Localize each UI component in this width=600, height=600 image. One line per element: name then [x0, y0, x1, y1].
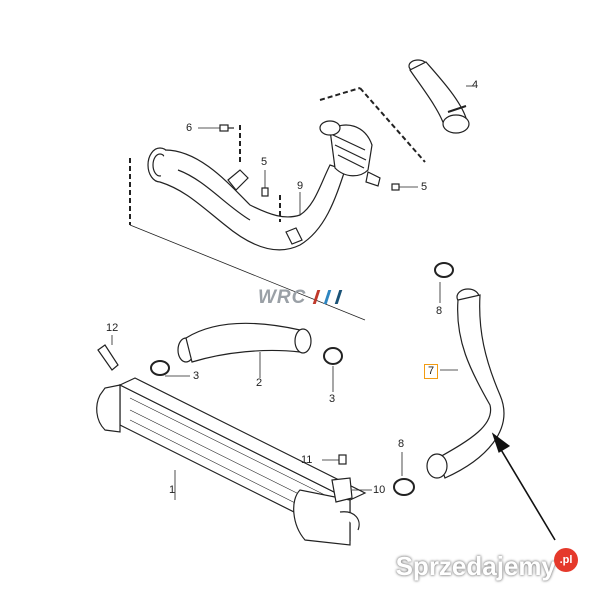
upper-intake-pipe — [129, 87, 426, 321]
callout-7-highlighted: 7 — [424, 364, 439, 379]
brand-watermark-text: WRC — [258, 287, 307, 308]
clip-12 — [97, 335, 119, 371]
dash-top-right — [319, 87, 426, 163]
brand-watermark: WRC — [258, 287, 343, 309]
endtank-right — [293, 489, 351, 546]
pipe-clip — [285, 227, 303, 245]
brand-bar-red — [312, 290, 320, 304]
turbo-connector-ribs — [332, 134, 367, 169]
callout-5-upper: 5 — [261, 156, 268, 168]
intercooler-top — [118, 377, 367, 501]
callout-8-upper: 8 — [436, 305, 443, 317]
clamp-8-upper — [434, 262, 454, 303]
hose7-body — [437, 294, 505, 479]
turbo-connector — [329, 124, 373, 177]
callout-9: 9 — [297, 180, 304, 192]
callout-11: 11 — [301, 454, 313, 466]
clamp-3-left — [150, 360, 190, 377]
callout-2: 2 — [256, 377, 263, 389]
leader-down — [129, 224, 366, 321]
clamp-3-right — [323, 347, 343, 392]
pointer-arrow — [491, 432, 556, 541]
bolt-5-upper — [261, 170, 269, 197]
hose-part-7 — [426, 288, 505, 479]
pipe-body — [159, 149, 346, 251]
callout-6: 6 — [186, 122, 193, 134]
callout-10: 10 — [373, 484, 386, 496]
endtank-left — [96, 384, 121, 433]
hose4-clamp — [447, 105, 467, 113]
pipe-shading-line — [177, 169, 251, 221]
hose-part-2 — [177, 322, 312, 378]
bracket-10 — [331, 477, 372, 503]
callout-12: 12 — [106, 322, 119, 334]
turbo-connector-mouth — [319, 120, 341, 136]
hose4-end — [442, 114, 470, 134]
intercooler-outlet — [339, 511, 360, 531]
hose2-right-end — [294, 328, 312, 354]
callout-4: 4 — [472, 79, 479, 91]
site-watermark: Sprzedajemy — [395, 551, 556, 581]
brand-bar-blue — [323, 290, 332, 304]
bolt-5-right — [391, 183, 418, 191]
callout-5-right: 5 — [421, 181, 428, 193]
connector-tab — [365, 171, 381, 187]
intercooler — [96, 377, 367, 546]
site-watermark-badge: .pl — [554, 548, 578, 572]
callout-8-lower: 8 — [398, 438, 405, 450]
bolt-11 — [322, 454, 347, 465]
callout-3-left: 3 — [193, 370, 200, 382]
bolt-6 — [198, 124, 234, 132]
callout-1: 1 — [169, 484, 176, 496]
clamp-8-lower — [393, 452, 415, 496]
hose7-bottom-end — [426, 453, 448, 479]
hose2-body — [185, 322, 301, 363]
hose-part-4 — [408, 59, 475, 134]
callout-3-right: 3 — [329, 393, 336, 405]
pipe-bracket — [227, 169, 249, 191]
